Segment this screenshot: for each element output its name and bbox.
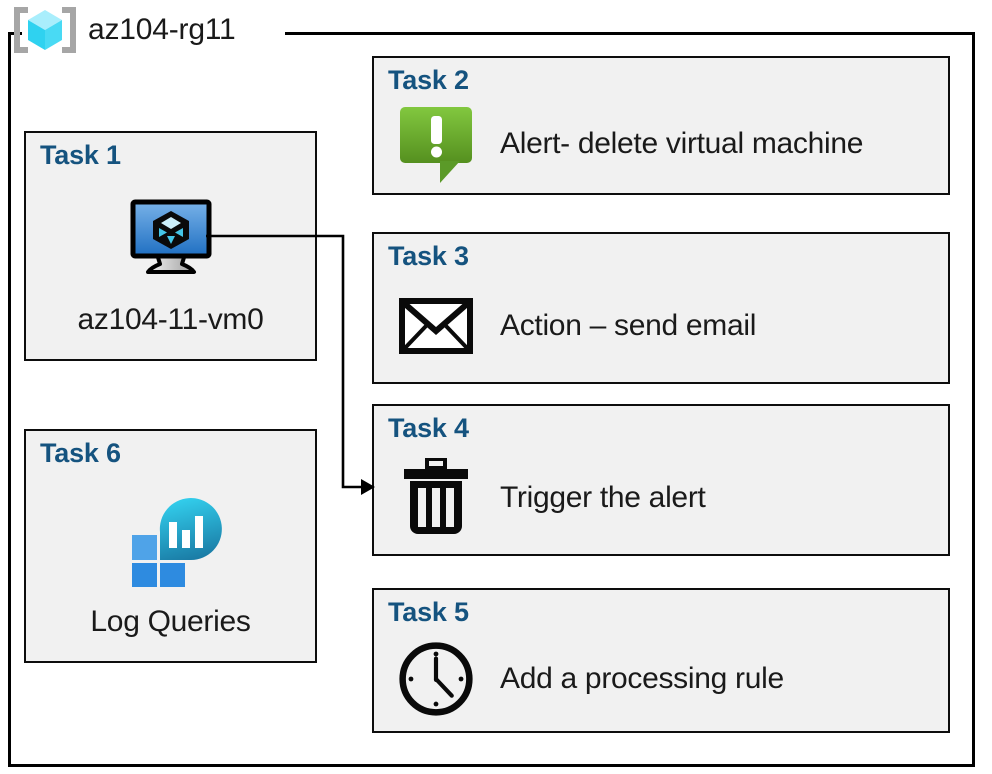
container-border-bottom bbox=[8, 764, 975, 767]
task5-label: Add a processing rule bbox=[500, 661, 784, 695]
trash-can-icon bbox=[404, 458, 468, 534]
task5-icon-slot bbox=[398, 638, 474, 720]
task3-label: Action – send email bbox=[500, 309, 757, 342]
container-border-left bbox=[8, 32, 11, 767]
task1-caption: az104-11-vm0 bbox=[77, 303, 264, 336]
task1-card[interactable]: Task 1 bbox=[24, 131, 317, 361]
task3-heading: Task 3 bbox=[388, 241, 469, 271]
task3-row: Action – send email bbox=[398, 278, 938, 374]
task2-heading: Task 2 bbox=[388, 65, 469, 95]
cube-glyph bbox=[28, 10, 62, 50]
task1-heading: Task 1 bbox=[40, 140, 121, 170]
envelope-icon bbox=[399, 298, 473, 354]
task4-row: Trigger the alert bbox=[398, 450, 938, 546]
azure-monitor-icon bbox=[131, 497, 222, 587]
task4-heading: Task 4 bbox=[388, 413, 469, 443]
task2-card[interactable]: Task 2 Alert- delete virtual machine bbox=[372, 56, 950, 195]
alert-callout-icon bbox=[400, 106, 472, 183]
task6-card[interactable]: Task 6 Log Queries bbox=[24, 429, 317, 663]
task1-icon-slot bbox=[26, 188, 315, 293]
task4-icon-slot bbox=[398, 458, 474, 538]
task4-card[interactable]: Task 4 Trigger the alert bbox=[372, 404, 950, 556]
task2-row: Alert- delete virtual machine bbox=[398, 102, 938, 185]
container-border-top-right-span bbox=[285, 32, 975, 35]
resource-group-name: az104-rg11 bbox=[88, 13, 236, 46]
task6-caption: Log Queries bbox=[90, 605, 251, 638]
task3-icon-slot bbox=[398, 298, 474, 354]
task6-heading: Task 6 bbox=[40, 438, 121, 468]
task6-icon-slot bbox=[26, 486, 315, 591]
bracket-left-shape bbox=[14, 7, 29, 53]
task5-card[interactable]: Task 5 Add a processing rule bbox=[372, 588, 950, 733]
resource-group-header: az104-rg11 bbox=[14, 0, 236, 60]
resource-group-container: az104-rg11 bbox=[8, 7, 975, 767]
task5-row: Add a processing rule bbox=[398, 634, 938, 723]
task2-label: Alert- delete virtual machine bbox=[500, 126, 864, 160]
bracket-right-shape bbox=[61, 7, 76, 53]
task5-heading: Task 5 bbox=[388, 597, 469, 627]
container-border-right bbox=[972, 32, 975, 767]
task2-icon-slot bbox=[398, 105, 474, 183]
task4-label: Trigger the alert bbox=[500, 481, 706, 514]
clock-icon bbox=[399, 641, 473, 716]
virtual-machine-icon bbox=[130, 199, 211, 274]
task3-card[interactable]: Task 3 Action – send email bbox=[372, 232, 950, 384]
resource-group-cube-icon bbox=[14, 3, 76, 57]
